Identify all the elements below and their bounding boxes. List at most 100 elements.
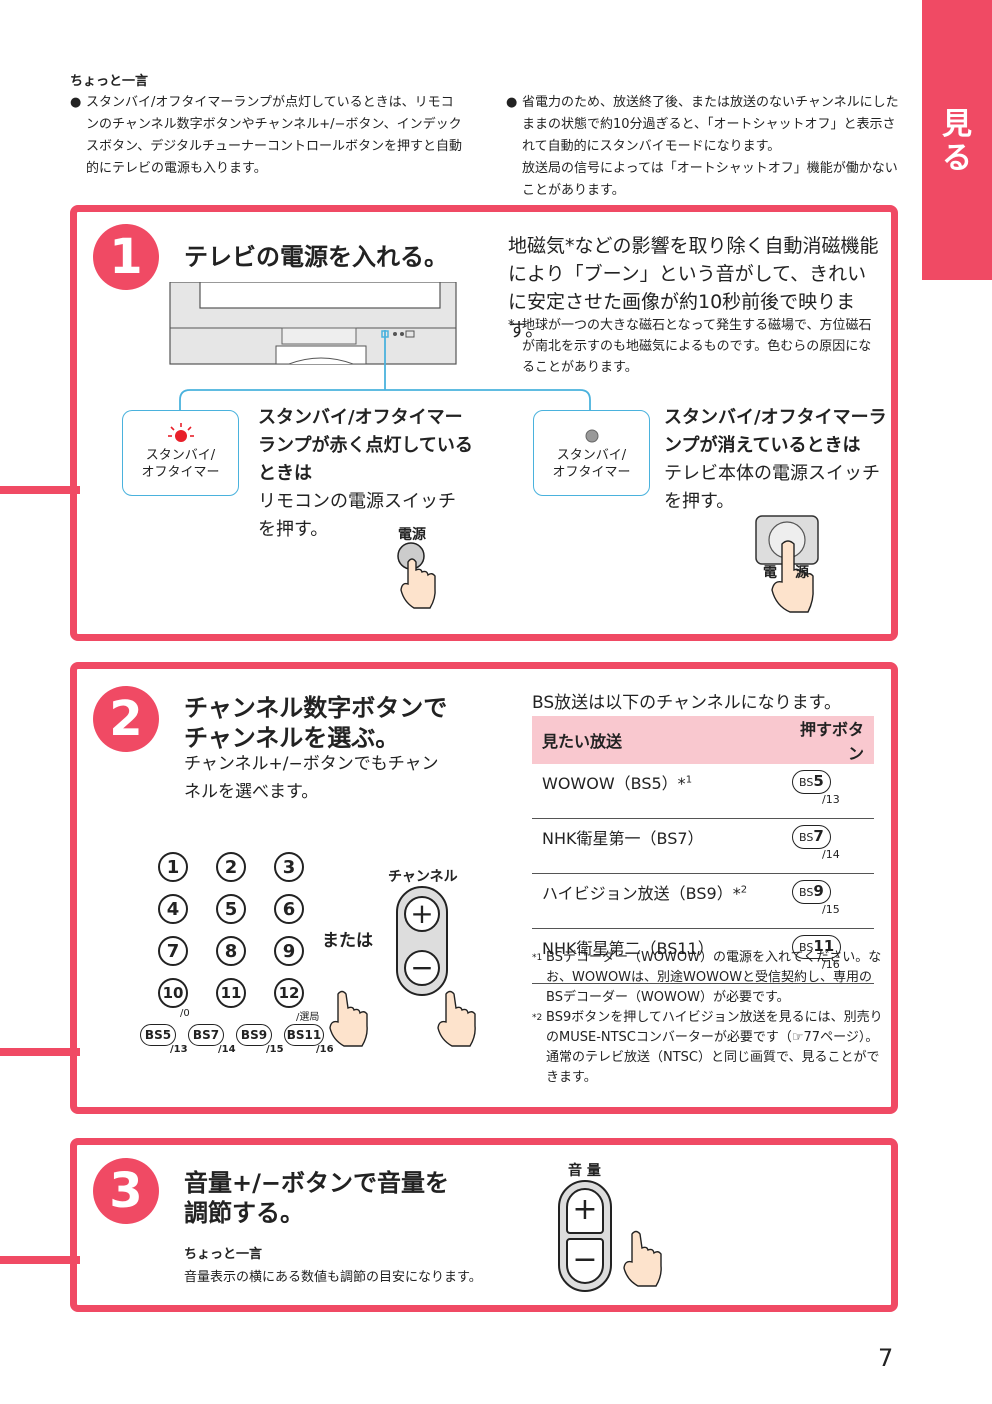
step3-number: 3 [93, 1158, 159, 1224]
lamp-box-lit: スタンバイ/オフタイマー [122, 410, 239, 496]
footnote-2: *2 BS9ボタンを押してハイビジョン放送を見るには、別売りのMUSE-NTSC… [532, 1010, 883, 1085]
bs9-sub: /15 [266, 1044, 284, 1055]
button-cell: BS11/16 [782, 928, 874, 984]
lamp-connector-lines [179, 330, 591, 410]
tv-power-label-2: 源 [795, 565, 809, 581]
key-3[interactable]: 3 [274, 852, 304, 882]
hand-pointer-icon [623, 1230, 662, 1287]
key-12[interactable]: 12 [274, 978, 304, 1008]
hand-pointer-icon [437, 990, 476, 1047]
step1-footnote: * 地球が一つの大きな磁石となって発生する磁場で、方位磁石が南北を示すのも地磁気… [508, 318, 872, 375]
station-name: WOWOW（BS5）*1 [532, 764, 782, 819]
step1-number: 1 [93, 224, 159, 290]
bs-button-icon: BS5 [792, 770, 831, 794]
left-case-action: リモコンの電源スイッチを押す。 [258, 491, 456, 540]
key-12-sub: /選局 [296, 1012, 320, 1023]
bs-button-icon: BS11 [792, 935, 842, 959]
volume-down-button[interactable]: − [566, 1238, 604, 1284]
bs9-key[interactable]: BS9 [236, 1024, 272, 1046]
side-stripe [0, 486, 80, 494]
bs-button-icon: BS7 [792, 825, 831, 849]
left-case-condition: スタンバイ/オフタイマーランプが赤く点灯しているときは [258, 407, 473, 484]
key-1[interactable]: 1 [158, 852, 188, 882]
lamp-box-off: スタンバイ/オフタイマー [533, 410, 650, 496]
volume-up-button[interactable]: + [566, 1188, 604, 1234]
step2-description: チャンネル+/−ボタンでもチャンネルを選べます。 [184, 754, 439, 802]
lamp-label: スタンバイ/オフタイマー [552, 448, 631, 480]
bs5-key[interactable]: BS5 [140, 1024, 176, 1046]
key-8[interactable]: 8 [216, 936, 246, 966]
bs11-key[interactable]: BS11 [284, 1024, 324, 1046]
channel-label: チャンネル [388, 869, 458, 885]
button-sub: /15 [822, 903, 840, 916]
table-header: 見たい放送 [532, 716, 782, 764]
station-name: NHK衛星第二（BS11） [532, 928, 782, 984]
key-6[interactable]: 6 [274, 894, 304, 924]
button-sub: /16 [822, 958, 840, 971]
button-sub: /13 [822, 793, 840, 806]
table-row: WOWOW（BS5）*1 BS5/13 [532, 764, 874, 819]
channel-down-button[interactable]: − [404, 950, 440, 986]
lit-lamp-icon [167, 423, 194, 442]
bs5-sub: /13 [170, 1044, 188, 1055]
bs11-sub: /16 [316, 1044, 334, 1055]
key-2[interactable]: 2 [216, 852, 246, 882]
side-stripe [0, 1048, 80, 1056]
remote-power-label: 電源 [398, 527, 426, 543]
step3-title: 音量+/−ボタンで音量を調節する。 [184, 1169, 449, 1227]
left-case: スタンバイ/オフタイマーランプが赤く点灯しているときは リモコンの電源スイッチを… [258, 404, 473, 544]
right-case-action: テレビ本体の電源スイッチを押す。 [664, 463, 880, 512]
tips-title: ちょっと一言 [70, 74, 149, 89]
tip-right: ●省電力のため、放送終了後、または放送のないチャンネルにしたままの状態で約10分… [506, 95, 899, 198]
bs-button-icon: BS9 [792, 880, 831, 904]
table-row: NHK衛星第二（BS11）BS11/16 [532, 928, 874, 984]
table-header: 押すボタン [782, 716, 874, 764]
step1-panel [70, 205, 898, 641]
bs-keys: BS5 BS7 BS9 BS11 /13 /14 /15 /16 [140, 1024, 340, 1064]
button-cell: BS9/15 [782, 873, 874, 929]
volume-label: 音 量 [568, 1163, 601, 1179]
table-row: NHK衛星第一（BS7）BS7/14 [532, 818, 874, 874]
page-number: 7 [878, 1344, 894, 1372]
footnote-1: *1 BSデコーダー（WOWOW）の電源を入れてください。なお、WOWOWは、別… [532, 950, 882, 1005]
key-10[interactable]: 10 [158, 978, 188, 1008]
channel-rocker: + − [396, 886, 448, 996]
key-11[interactable]: 11 [216, 978, 246, 1008]
tv-power-label-1: 電 [763, 565, 777, 581]
bs7-sub: /14 [218, 1044, 236, 1055]
tv-power-switch-icon[interactable] [750, 512, 824, 616]
step3-tip: 音量表示の横にある数値も調節の目安になります。 [184, 1270, 482, 1285]
or-text: または [322, 931, 373, 951]
hand-pointer-icon [329, 990, 368, 1047]
key-10-sub: /0 [180, 1008, 190, 1019]
key-9[interactable]: 9 [274, 936, 304, 966]
number-keypad: 1 2 3 4 5 6 7 8 9 10 11 12 /0 /選局 [158, 852, 328, 1052]
button-cell: BS7/14 [782, 818, 874, 874]
step2-panel [70, 662, 898, 1114]
station-name: ハイビジョン放送（BS9）*2 [532, 873, 782, 929]
key-4[interactable]: 4 [158, 894, 188, 924]
channel-up-button[interactable]: + [404, 896, 440, 932]
bs-intro: BS放送は以下のチャンネルになります。 [532, 693, 841, 713]
step2-title: チャンネル数字ボタンでチャンネルを選ぶ。 [184, 694, 448, 752]
key-5[interactable]: 5 [216, 894, 246, 924]
key-7[interactable]: 7 [158, 936, 188, 966]
step1-title: テレビの電源を入れる。 [184, 243, 448, 271]
right-case-condition: スタンバイ/オフタイマーランプが消えているときは [664, 407, 887, 456]
section-tab: 見る [922, 0, 992, 280]
lamp-label: スタンバイ/オフタイマー [141, 448, 220, 480]
station-name: NHK衛星第一（BS7） [532, 818, 782, 874]
volume-rocker: + − [558, 1180, 612, 1292]
tip-left: ●スタンバイ/オフタイマーランプが点灯しているときは、リモコンのチャンネル数字ボ… [70, 95, 462, 176]
step3-panel [70, 1138, 898, 1312]
right-case: スタンバイ/オフタイマーランプが消えているときは テレビ本体の電源スイッチを押す… [664, 404, 889, 516]
remote-power-button-icon[interactable] [394, 540, 444, 612]
step2-number: 2 [93, 686, 159, 752]
step1-description: 地磁気*などの影響を取り除く自動消磁機能により「ブーン」という音がして、きれいに… [508, 235, 879, 341]
bs7-key[interactable]: BS7 [188, 1024, 224, 1046]
tv-illustration [169, 282, 457, 365]
side-stripe [0, 1256, 80, 1264]
off-lamp-icon [585, 429, 598, 443]
